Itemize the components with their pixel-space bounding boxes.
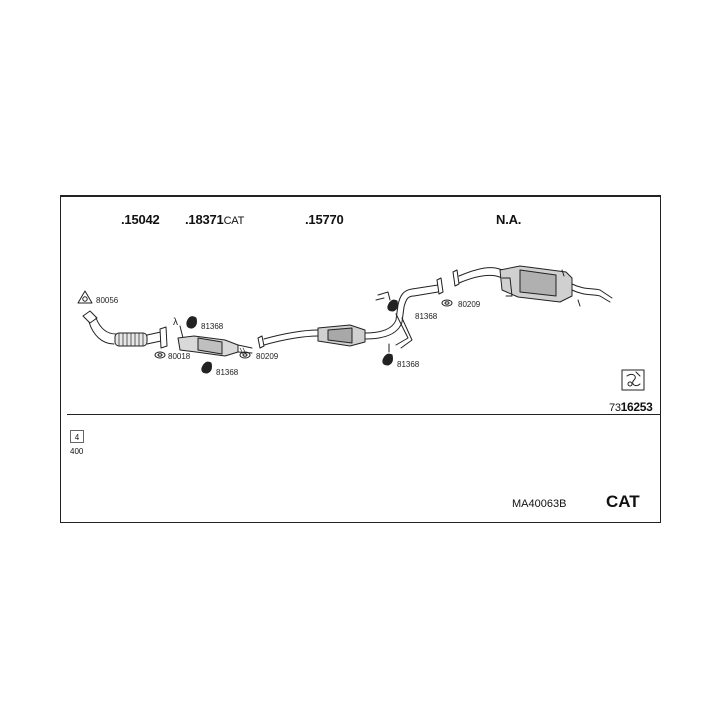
cat-label: CAT [606,492,640,511]
section-label-catalytic-converter: .18371CAT [185,212,245,227]
gasket-80209-cat-icon [239,351,251,359]
part-label-81368-mid-lower: 81368 [397,360,420,369]
section-label-rear-silencer: N.A. [496,212,522,227]
connecting-pipe-icon [411,277,444,297]
lambda-sensor-icon [179,325,184,339]
sheet-number: 7316253 [609,400,653,414]
gasket-80209-rear-icon [441,299,453,307]
gasket-80018-icon [154,351,166,359]
catalytic-converter-icon [177,335,253,357]
front-pipe-icon [82,310,168,349]
bracket-81368-lower-icon [201,361,212,374]
part-label-81368-lower: 81368 [216,368,239,377]
diagram-frame [60,195,661,523]
middle-silencer-icon [257,288,415,349]
fitting-instructions-icon [621,369,645,391]
section-label-front-pipe: .15042 [121,212,160,227]
reference-code: MA40063B [512,498,567,510]
part-label-80018: 80018 [168,352,191,361]
part-label-80056: 80056 [96,296,119,305]
quantity-box: 4 [70,430,84,443]
part-label-81368-mid-upper: 81368 [415,312,438,321]
gasket-80056-icon [77,290,93,304]
bracket-81368-upper-icon [186,316,197,329]
part-label-80209-cat: 80209 [256,352,279,361]
lambda-label: λ [173,317,178,328]
part-label-81368-upper: 81368 [201,322,224,331]
bracket-81368-mid-lower-icon [382,343,393,366]
part-label-80209-rear: 80209 [458,300,481,309]
bracket-81368-mid-upper-icon [387,299,398,312]
section-label-middle-silencer: .15770 [305,212,344,227]
rear-silencer-icon [452,265,613,307]
diagram-divider [67,414,660,415]
quantity-value: 400 [70,447,84,456]
